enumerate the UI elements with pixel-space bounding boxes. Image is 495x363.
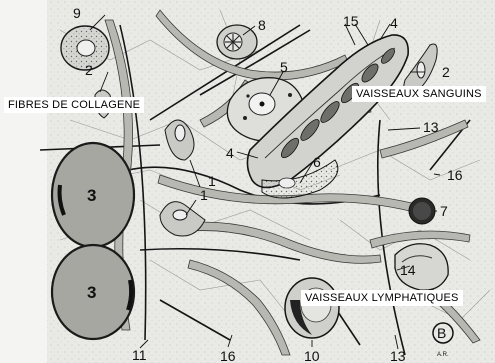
label-16-bottom: 16 [220,348,236,363]
label-5: 5 [280,59,288,75]
label-14: 14 [400,262,416,278]
label-3-lower: 3 [87,283,96,302]
label-3-upper: 3 [87,186,96,205]
label-11: 11 [132,347,147,363]
collagen-fibers-caption: FIBRES DE COLLAGENE [4,97,144,113]
blood-vessels-caption: VAISSEAUX SANGUINS [352,86,486,102]
label-13-right: 13 [423,119,439,135]
label-8: 8 [258,17,266,33]
author-initials: A.R. [437,352,449,358]
lymphocyte [409,198,435,224]
label-2-left: 2 [85,62,93,78]
label-2-right: 2 [442,64,450,80]
plasma-cell [217,25,257,59]
label-1-lower: 1 [200,187,208,203]
label-4-top: 4 [390,15,398,31]
label-13-bottom: 13 [390,348,406,363]
lymphatic-vessel [285,278,339,338]
panel-letter: B [437,325,446,341]
label-15: 15 [343,13,359,29]
label-7: 7 [440,203,448,219]
label-4-mid: 4 [226,145,234,161]
label-10: 10 [304,348,320,363]
label-16-right: 16 [447,167,463,183]
label-1-upper: 1 [208,173,216,189]
label-9: 9 [73,5,81,21]
label-6: 6 [313,154,321,170]
lymphatic-vessels-caption: VAISSEAUX LYMPHATIQUES [301,290,463,306]
